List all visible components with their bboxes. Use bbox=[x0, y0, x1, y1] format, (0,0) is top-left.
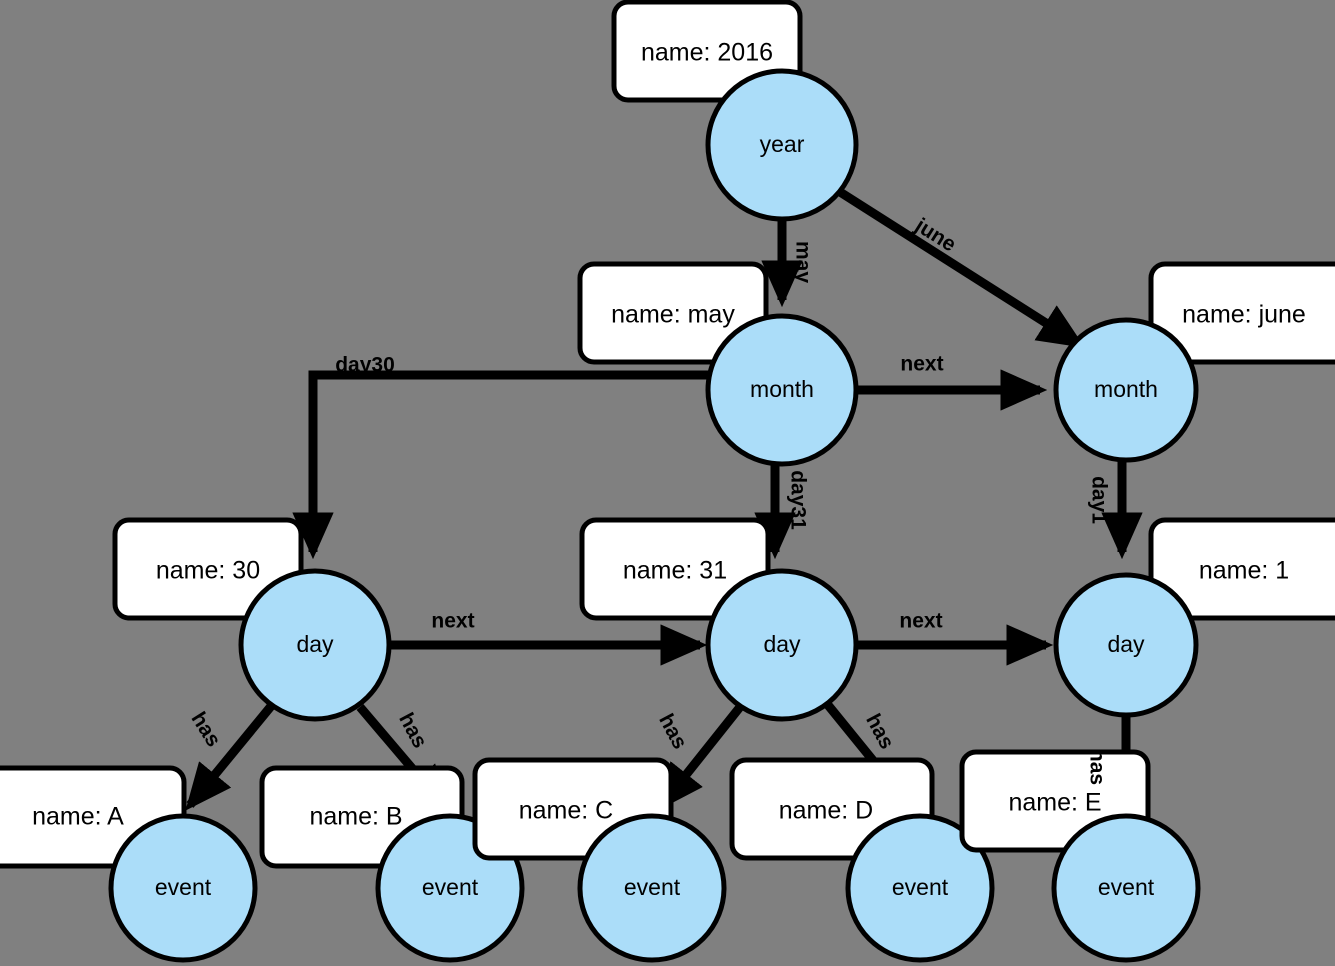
node-label-day30: day bbox=[296, 631, 334, 657]
property-box-monthJune: name: june bbox=[1148, 261, 1335, 365]
node-label-monthJune: month bbox=[1094, 376, 1158, 402]
node-overlay-group: month day event event bbox=[577, 317, 1201, 963]
property-box-day1: name: 1 bbox=[1148, 517, 1335, 621]
node-year2016[interactable]: year bbox=[705, 68, 859, 222]
edge-label-day31: day31 bbox=[786, 470, 809, 530]
edge-has-c[interactable] bbox=[657, 704, 744, 811]
node-label-monthMay: month bbox=[750, 376, 814, 402]
node-label-eventE: event bbox=[1098, 874, 1155, 900]
edge-has-a[interactable] bbox=[185, 702, 276, 811]
node-monthJune[interactable]: month bbox=[1053, 317, 1199, 463]
node-group: year month day day event bbox=[108, 68, 995, 963]
property-label-eventD: name: D bbox=[779, 797, 873, 825]
property-label-monthMay: name: may bbox=[611, 301, 735, 329]
edge-june[interactable] bbox=[837, 188, 1086, 348]
edge-label-may: may bbox=[791, 241, 814, 283]
node-eventC[interactable]: event bbox=[577, 813, 727, 963]
property-box-monthMay: name: may bbox=[577, 261, 769, 365]
node-monthMay[interactable]: month bbox=[705, 313, 859, 467]
property-label-day1: name: 1 bbox=[1199, 557, 1289, 585]
property-label-eventB: name: B bbox=[309, 803, 402, 831]
node-day31[interactable]: day bbox=[705, 568, 859, 722]
edge-label-has-c: has bbox=[654, 710, 691, 753]
edge-label-has-e: has bbox=[1085, 749, 1108, 785]
edge-day30[interactable] bbox=[292, 370, 708, 560]
node-label-year2016: year bbox=[760, 131, 805, 157]
edge-label-next-day-2: next bbox=[899, 610, 942, 633]
property-label-monthJune: name: june bbox=[1182, 301, 1306, 329]
node-day1[interactable]: day bbox=[1053, 572, 1199, 718]
node-label-eventD: event bbox=[892, 874, 949, 900]
node-eventD[interactable]: event bbox=[845, 813, 995, 963]
node-label-eventB: event bbox=[422, 874, 479, 900]
property-label-day31: name: 31 bbox=[623, 557, 727, 585]
property-label-eventA: name: A bbox=[32, 803, 124, 831]
edge-label-next-month: next bbox=[900, 353, 943, 376]
edge-label-day30: day30 bbox=[335, 354, 395, 377]
property-label-eventC: name: C bbox=[519, 797, 613, 825]
property-label-year2016: name: 2016 bbox=[641, 39, 773, 67]
node-label-day1: day bbox=[1107, 631, 1145, 657]
node-day30[interactable]: day bbox=[238, 568, 392, 722]
edge-label-has-a: has bbox=[186, 708, 225, 751]
edge-label-has-b: has bbox=[394, 709, 431, 752]
node-label-day31: day bbox=[763, 631, 801, 657]
property-box-day31: name: 31 bbox=[579, 517, 771, 621]
property-label-day30: name: 30 bbox=[156, 557, 260, 585]
property-label-eventE: name: E bbox=[1008, 789, 1101, 817]
edge-label-day1: day1 bbox=[1087, 476, 1110, 524]
node-label-eventA: event bbox=[155, 874, 212, 900]
node-eventE[interactable]: event bbox=[1051, 813, 1201, 963]
property-box-day30: name: 30 bbox=[112, 517, 304, 621]
node-label-eventC: event bbox=[624, 874, 681, 900]
node-eventA[interactable]: event bbox=[108, 813, 258, 963]
edge-label-next-day-1: next bbox=[431, 610, 474, 633]
